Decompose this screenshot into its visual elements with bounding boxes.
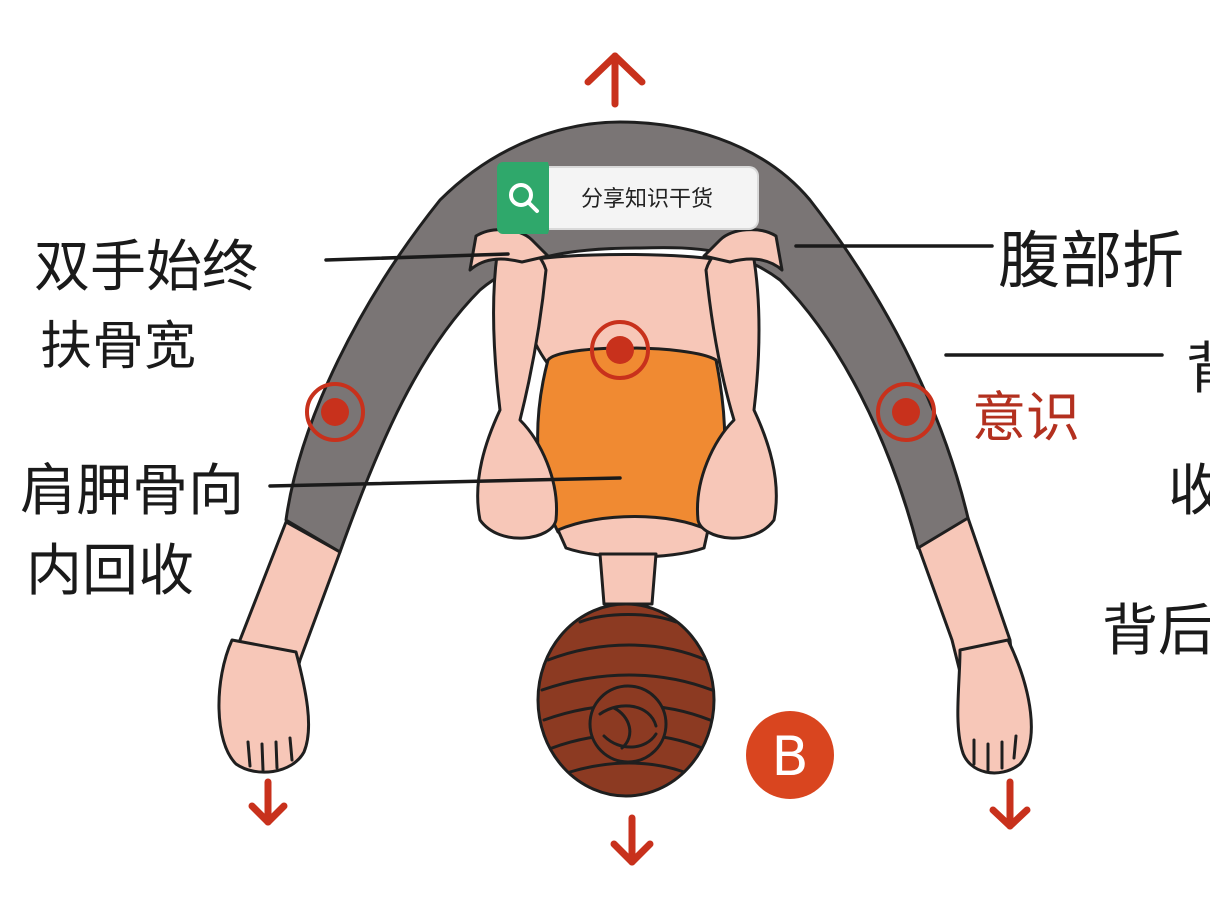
label-awareness: 意识: [972, 386, 1080, 449]
right-lower-leg: [914, 516, 1033, 775]
label-scapula-line2: 内回收: [26, 539, 194, 604]
callout-line-hands: [324, 252, 510, 262]
label-abdomen: 腹部折: [998, 224, 1184, 297]
label-scapula-line1: 肩胛骨向: [20, 459, 244, 524]
head: [536, 602, 716, 798]
callout-line-scapula: [268, 476, 622, 488]
arrow-down-left-icon: [248, 778, 288, 826]
left-lower-leg: [217, 520, 342, 774]
search-field[interactable]: 分享知识干货: [549, 166, 759, 230]
search-widget[interactable]: 分享知识干货: [497, 162, 761, 234]
step-badge-letter: B: [771, 725, 808, 788]
left-arm: [468, 228, 559, 540]
target-marker-left-knee: [305, 382, 365, 442]
label-right-fragment-3: 背后打: [1102, 599, 1210, 664]
label-right-fragment-1: 背: [1186, 337, 1210, 402]
target-marker-right-knee: [876, 382, 936, 442]
torso: [517, 253, 740, 606]
label-hands-line1: 双手始终: [34, 235, 258, 300]
target-marker-abdomen: [590, 320, 650, 380]
label-hands-line2: 扶骨宽: [40, 317, 196, 377]
right-arm: [695, 228, 784, 540]
arrow-down-center-icon: [610, 814, 654, 866]
magnifier-icon: [509, 183, 539, 213]
arrow-down-right-icon: [989, 778, 1031, 830]
search-text: 分享知识干货: [581, 187, 714, 212]
search-button[interactable]: [497, 162, 559, 234]
arrow-up-icon: [584, 52, 646, 108]
label-right-fragment-2: 收: [1168, 459, 1210, 524]
step-badge: B: [746, 711, 834, 799]
